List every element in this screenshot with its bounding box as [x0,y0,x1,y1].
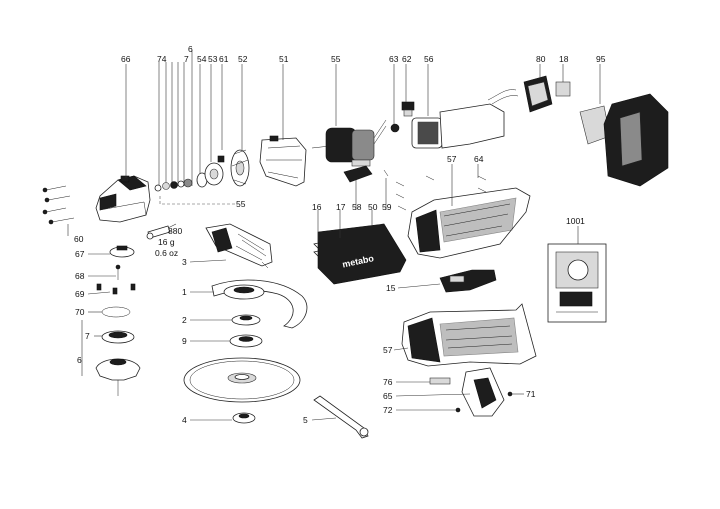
callout-54: 54 [197,54,207,64]
callout-66: 66 [121,54,131,64]
grease-tube-part [146,225,171,240]
motor-housing-part [407,187,531,259]
callout-7-top: 7 [184,54,189,64]
housing-sleeve-part: metabo [313,223,407,285]
callout-3: 3 [182,257,187,267]
callout-71: 71 [526,389,536,399]
callout-74: 74 [157,54,167,64]
callout-6-top: 6 [188,44,193,54]
callout-57-bottom: 57 [383,345,393,355]
side-handle-part [205,223,273,269]
screws-59-part [383,169,487,211]
gear-housing-part [95,175,151,223]
callout-60: 60 [74,234,84,244]
callout-62: 62 [402,54,412,64]
callout-61: 61 [219,54,229,64]
cover-plate-part [343,165,373,183]
callout-63: 63 [389,54,399,64]
armature-part [311,119,387,167]
wheel-guard-part [211,279,308,329]
bearing-stack-part [154,155,225,192]
callout-880: 880 [168,226,182,236]
callout-15: 15 [386,283,396,293]
housing-screws-part [42,185,75,225]
brush-holder-part [390,101,415,133]
battery-pack-part [579,93,669,187]
callout-1: 1 [182,287,187,297]
callout-70: 70 [75,307,85,317]
stator-part [411,89,519,149]
switch-module-part [523,75,553,113]
callout-56: 56 [424,54,434,64]
callout-50: 50 [368,202,378,212]
callout-72: 72 [383,405,393,415]
callout-57-top: 57 [447,154,457,164]
handle-shell-part [401,303,537,367]
grease-weight-oz: 0.6 oz [155,248,178,258]
rating-plate-part [547,243,607,323]
callout-95: 95 [596,54,606,64]
callout-53: 53 [208,54,218,64]
callout-80: 80 [536,54,546,64]
callout-68: 68 [75,271,85,281]
callout-2: 2 [182,315,187,325]
clamping-nut-part [229,334,263,348]
callout-6: 6 [77,355,82,365]
callout-5: 5 [303,415,308,425]
callout-55: 55 [331,54,341,64]
callout-4: 4 [182,415,187,425]
support-flange-part [231,314,261,326]
callout-69: 69 [75,289,85,299]
callout-1001: 1001 [566,216,585,226]
battery-latch-part [429,367,513,417]
switch-bar-part [439,269,497,293]
callout-64: 64 [474,154,484,164]
callout-52: 52 [238,54,248,64]
label-plate-part [555,81,571,97]
quick-nut-part [232,412,256,424]
callout-76: 76 [383,377,393,387]
callout-65: 65 [383,391,393,401]
callout-16: 16 [312,202,322,212]
callout-7: 7 [85,331,90,341]
callout-51: 51 [279,54,289,64]
fan-disc-part [230,149,250,187]
callout-55-mid: 55 [236,199,246,209]
callout-58: 58 [352,202,362,212]
callout-59: 59 [382,202,392,212]
left-small-parts [95,245,141,396]
callout-17: 17 [336,202,346,212]
grinding-disc-part [183,357,301,403]
pin-spanner-part [313,395,369,439]
callout-9: 9 [182,336,187,346]
grease-weight-g: 16 g [158,237,175,247]
air-guide-part [259,135,307,187]
callout-67: 67 [75,249,85,259]
callout-18: 18 [559,54,569,64]
